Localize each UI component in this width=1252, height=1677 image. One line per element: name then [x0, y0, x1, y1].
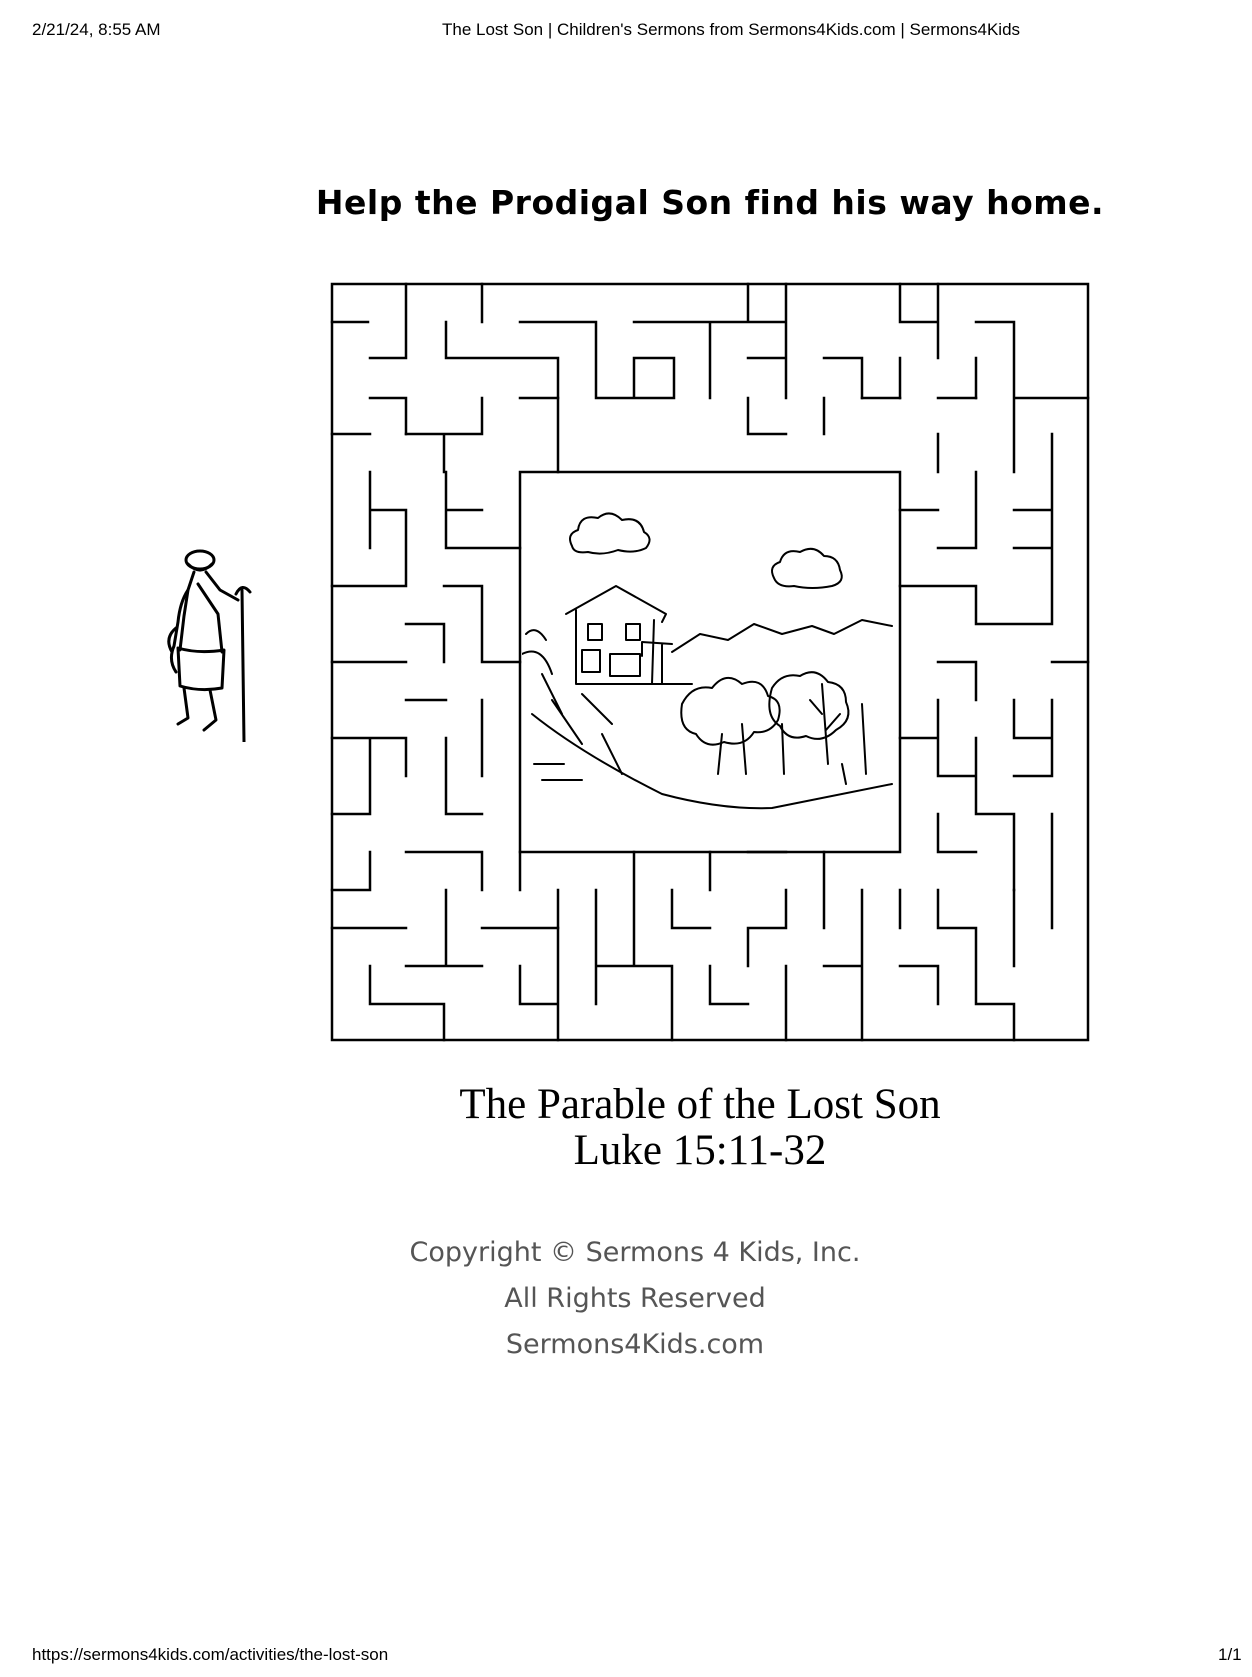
cloud-left-icon	[569, 512, 651, 555]
print-url: https://sermons4kids.com/activities/the-…	[32, 1645, 389, 1664]
rights-line: All Rights Reserved	[504, 1283, 766, 1314]
scripture-reference: Luke 15:11-32	[573, 1127, 827, 1174]
site-line: Sermons4Kids.com	[505, 1329, 765, 1360]
cloud-right-icon	[771, 547, 843, 589]
print-page-title: The Lost Son | Children's Sermons from S…	[442, 20, 1021, 39]
copyright-block: Copyright © Sermons 4 Kids, Inc. All Rig…	[300, 1230, 970, 1368]
prodigal-son-figure-icon	[167, 549, 252, 742]
copyright-line: Copyright © Sermons 4 Kids, Inc.	[409, 1237, 861, 1268]
scripture-caption: The Parable of the Lost Son Luke 15:11-3…	[300, 1082, 1100, 1174]
page-number: 1/1	[1218, 1645, 1242, 1664]
maze-instruction: Help the Prodigal Son find his way home.	[315, 183, 1105, 222]
home-landscape-picture	[522, 512, 893, 810]
scripture-title: The Parable of the Lost Son	[459, 1081, 941, 1128]
maze	[330, 282, 1090, 1042]
print-date: 2/21/24, 8:55 AM	[32, 20, 161, 39]
